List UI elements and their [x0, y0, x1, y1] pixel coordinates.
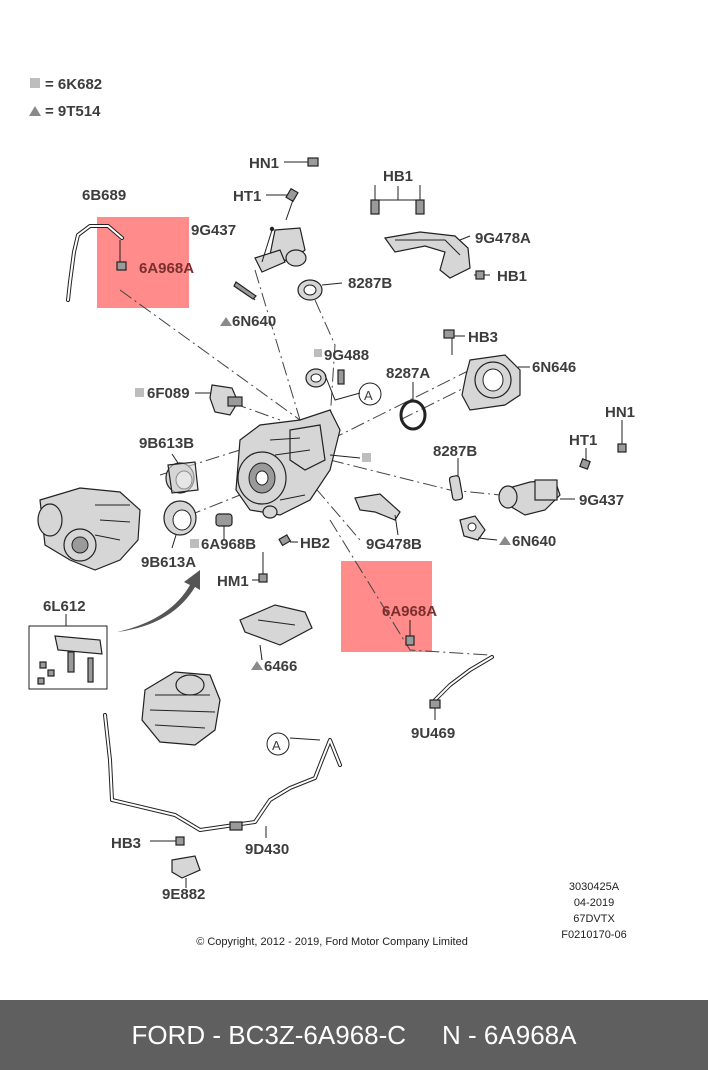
label-9d430: 9D430	[245, 841, 289, 858]
label-9b613a: 9B613A	[141, 554, 196, 571]
part-9g437-top	[233, 226, 307, 301]
legend-square-icon	[30, 78, 40, 88]
triangle-icon-6466	[251, 661, 263, 670]
part-9g488: A	[305, 349, 382, 406]
label-6b689: 6B689	[82, 187, 126, 204]
code-1: 3030425A	[569, 881, 620, 893]
footer-bar: FORD - BC3Z-6A968-C N - 6A968A	[0, 1000, 708, 1070]
label-6a968b: 6A968B	[201, 536, 256, 553]
label-9g488: 9G488	[324, 347, 369, 364]
code-4: F0210170-06	[561, 929, 626, 941]
label-hb1-top: HB1	[383, 168, 413, 185]
legend-square-label: = 6K682	[45, 76, 102, 93]
engine-illustration-bottom	[141, 671, 221, 746]
label-8287a: 8287A	[386, 365, 430, 382]
part-6a968b	[190, 513, 233, 548]
label-6a968a-top: 6A968A	[139, 260, 194, 277]
code-2: 04-2019	[574, 897, 614, 909]
pipe-9d430: A	[103, 713, 342, 838]
part-6n646	[443, 329, 530, 411]
part-hb2	[278, 534, 298, 547]
drawing-codes: 3030425A 04-2019 67DVTX F0210170-06	[561, 881, 626, 941]
part-8287b-top	[297, 279, 343, 301]
part-9e882	[150, 836, 201, 888]
part-8287a	[399, 382, 427, 431]
label-9e882: 9E882	[162, 886, 205, 903]
label-6l612: 6L612	[43, 598, 86, 615]
part-9g478a	[370, 185, 490, 280]
label-hm1: HM1	[217, 573, 249, 590]
part-6466	[239, 604, 313, 661]
label-hb2: HB2	[300, 535, 330, 552]
legend-triangle-icon	[29, 106, 41, 116]
bolt-6a968a-mid	[405, 620, 415, 646]
label-9g478b: 9G478B	[366, 536, 422, 553]
part-9g437-right	[498, 479, 575, 516]
label-9b613b: 9B613B	[139, 435, 194, 452]
part-9g478b	[354, 493, 401, 536]
label-8287b-top: 8287B	[348, 275, 392, 292]
turbocharger-main	[235, 409, 371, 519]
part-labels: HN1 HT1 HB1 6B689 9G437 6A968A 9G478A HB…	[43, 155, 635, 903]
part-9b613b	[165, 453, 199, 494]
copyright-text: © Copyright, 2012 - 2019, Ford Motor Com…	[196, 936, 468, 948]
label-ht1-right: HT1	[569, 432, 597, 449]
assembly-arrow	[117, 570, 200, 632]
footer-reference: N - 6A968A	[442, 1019, 577, 1050]
label-hb3-top: HB3	[468, 329, 498, 346]
label-6n640-right: 6N640	[512, 533, 556, 550]
footer-part-number: FORD - BC3Z-6A968-C	[131, 1019, 407, 1050]
part-6n640-right	[459, 515, 511, 545]
label-9g478a: 9G478A	[475, 230, 531, 247]
label-9g437-right: 9G437	[579, 492, 624, 509]
part-6f089	[135, 384, 243, 416]
label-hn1-top: HN1	[249, 155, 279, 172]
turbo-illustration-left	[37, 487, 141, 571]
label-hb3-bottom: HB3	[111, 835, 141, 852]
part-9b613a	[163, 500, 197, 549]
parts-diagram: = 6K682 = 9T514	[28, 76, 635, 948]
legend-triangle-label: = 9T514	[45, 103, 101, 120]
fasteners-top	[266, 157, 319, 221]
label-6466: 6466	[264, 658, 297, 675]
part-8287b-mid	[448, 458, 464, 501]
label-9u469: 9U469	[411, 725, 455, 742]
highlight-box-mid	[341, 561, 432, 652]
label-9g437-top: 9G437	[191, 222, 236, 239]
fasteners-right	[579, 420, 627, 470]
label-6a968a-mid: 6A968A	[382, 603, 437, 620]
label-hb1-right: HB1	[497, 268, 527, 285]
part-hm1	[252, 552, 268, 583]
label-6f089: 6F089	[147, 385, 190, 402]
label-8287b-mid: 8287B	[433, 443, 477, 460]
kit-6l612	[28, 614, 108, 690]
triangle-icon-6n640-top	[220, 317, 232, 326]
callout-a-bottom: A	[272, 738, 281, 753]
pipe-9u469	[429, 655, 494, 720]
label-hn1-right: HN1	[605, 404, 635, 421]
pipe-6b689	[66, 224, 127, 302]
callout-a-top: A	[364, 388, 373, 403]
code-3: 67DVTX	[573, 913, 615, 925]
label-6n646: 6N646	[532, 359, 576, 376]
label-ht1-top: HT1	[233, 188, 261, 205]
label-6n640-top: 6N640	[232, 313, 276, 330]
